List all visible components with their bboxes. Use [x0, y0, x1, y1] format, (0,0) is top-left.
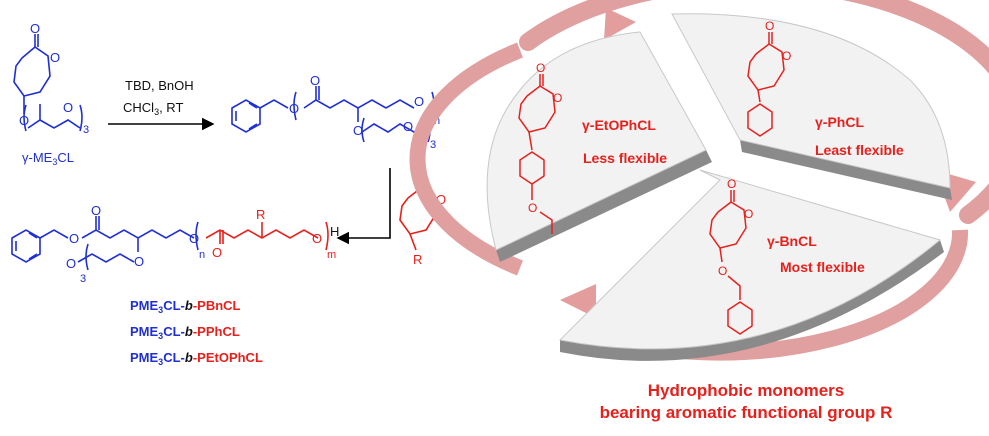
etophcl-structure: [518, 74, 556, 234]
bcp-o5: O: [189, 231, 199, 246]
flexibility-pie: [409, 0, 989, 361]
bcp-o3: O: [134, 254, 144, 269]
bcp-3: 3: [80, 273, 86, 285]
etophcl-o1: O: [536, 61, 545, 75]
pme3cl-n: n: [434, 115, 440, 127]
copolymer-list: PME3CL-b-PBnCL PME3CL-b-PPhCL PME3CL-b-P…: [130, 298, 263, 367]
ring-o-label: O: [50, 50, 60, 65]
copolymer-name-1: PME3CL-b-PBnCL: [130, 298, 241, 315]
repeat-3-label: 3: [83, 124, 89, 136]
etophcl-o2: O: [553, 91, 562, 105]
bncl-o1: O: [727, 177, 736, 191]
copolymer-name-2: PME3CL-b-PPhCL: [130, 324, 240, 341]
monomer-name-phcl: γ-PhCL: [815, 114, 864, 130]
r-monomer-o2: O: [436, 192, 446, 207]
flexibility-phcl: Least flexible: [815, 142, 904, 158]
bcp-o6: O: [212, 245, 222, 260]
monomer-name-etophcl: γ-EtOPhCL: [582, 117, 656, 133]
ether-o-label: O: [19, 113, 29, 128]
bcp-o4: O: [66, 256, 76, 271]
me3cl-name: γ-ME3CL: [22, 150, 74, 167]
etophcl-o3: O: [528, 201, 537, 215]
phcl-o2: O: [782, 49, 791, 63]
pme3cl-3: 3: [430, 139, 436, 151]
pie-slice-left: [486, 31, 707, 251]
monomer-name-bncl: γ-BnCL: [767, 233, 817, 249]
caption-line1: Hydrophobic monomers: [648, 381, 844, 400]
pme3cl-o3: O: [414, 94, 424, 109]
pme3cl-o1: O: [289, 101, 299, 116]
bncl-structure: [709, 190, 753, 335]
pie-slice-top: [671, 13, 951, 189]
phcl-structure: [747, 32, 785, 137]
conditions-line1: TBD, BnOH: [125, 78, 194, 93]
r-monomer-r: R: [413, 252, 422, 267]
bcp-r: R: [256, 207, 265, 222]
pie-slice-bottom: [558, 169, 942, 350]
cycle-arrow-ring: [519, 0, 989, 224]
bcp-o7: O: [312, 231, 322, 246]
flexibility-etophcl: Less flexible: [583, 150, 667, 166]
cycle-arrowhead-top: [604, 8, 636, 40]
monomer-me3cl-structure: [13, 34, 83, 132]
bcp-o2: O: [91, 203, 101, 218]
caption-line2: bearing aromatic functional group R: [600, 403, 893, 422]
bncl-o2: O: [744, 207, 753, 221]
cycle-arrowhead-bottom: [560, 284, 596, 318]
copolymer-name-3: PME3CL-b-PEtOPhCL: [130, 350, 263, 367]
pie-slice-left-side: [496, 150, 712, 262]
bcp-o1: O: [69, 231, 79, 246]
conditions-line2: CHCl3, RT: [123, 100, 183, 117]
flexibility-bncl: Most flexible: [780, 259, 865, 275]
pie-slice-top-side: [740, 140, 952, 200]
bncl-o3: O: [718, 264, 727, 278]
bcp-n: n: [199, 249, 205, 261]
bcp-m: m: [327, 249, 336, 261]
pme3cl-o2: O: [310, 73, 320, 88]
reaction-arrow-2: [336, 168, 391, 245]
ether-o2-label: O: [63, 100, 73, 115]
block-copolymer-structure: [11, 216, 329, 271]
pme3cl-o4: O: [353, 123, 363, 138]
pme3cl-o5: O: [403, 119, 413, 134]
bcp-h: H: [330, 224, 339, 239]
cycle-arrow-ring-left: [409, 42, 523, 276]
carbonyl-o-label: O: [30, 21, 40, 36]
phcl-o1: O: [765, 19, 774, 33]
